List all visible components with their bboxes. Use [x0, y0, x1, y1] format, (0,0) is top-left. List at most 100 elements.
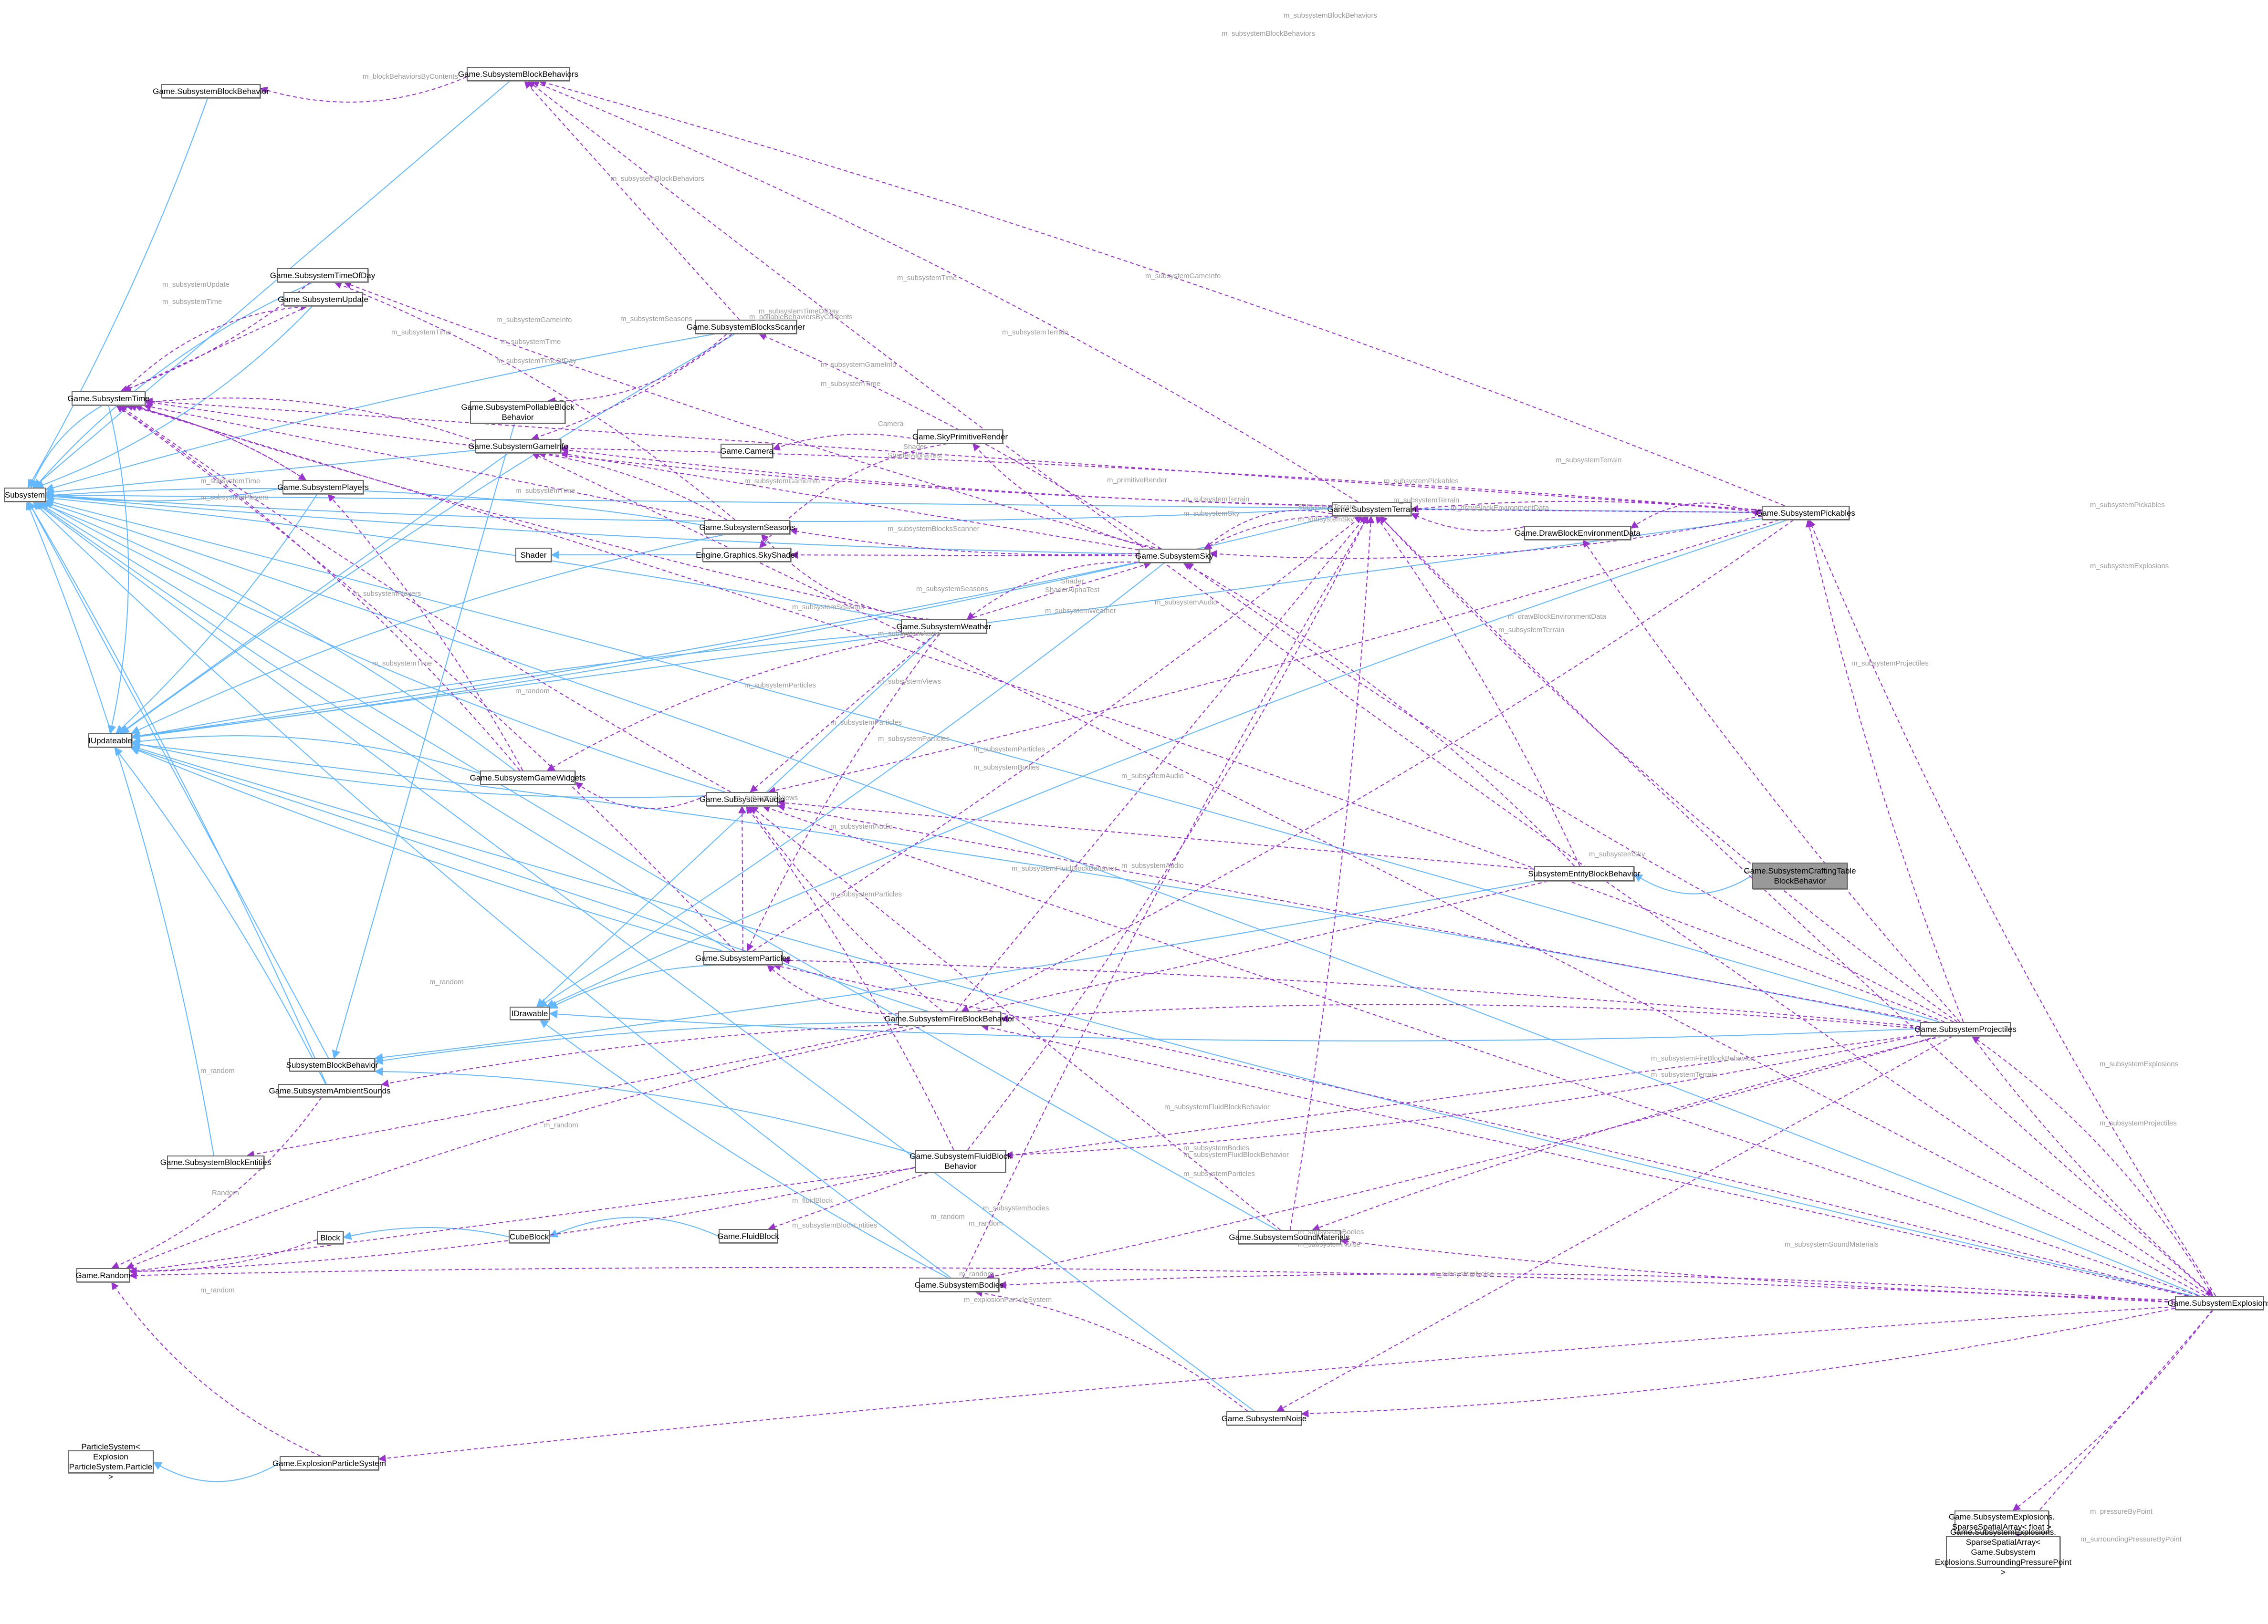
class-node-timeofday[interactable]: Game.SubsystemTimeOfDay	[270, 268, 375, 282]
class-node-players[interactable]: Game.SubsystemPlayers	[277, 480, 369, 494]
class-node-blocksscanner[interactable]: Game.SubsystemBlocksScanner	[687, 320, 805, 334]
edge-label: m_subsystemTime	[821, 380, 881, 388]
usage-edge	[1204, 510, 1343, 549]
usage-edge	[1972, 1036, 2214, 1297]
usage-edge	[115, 405, 521, 771]
edge-label: m_subsystemPickables	[1384, 477, 1459, 485]
class-node-entityblock[interactable]: SubsystemEntityBlockBehavior	[1528, 866, 1641, 881]
usage-edge	[1289, 515, 1375, 1230]
class-node-sparsefloat[interactable]: Game.SubsystemExplosions. SparseSpatialA…	[1949, 1510, 2055, 1533]
usage-edge	[1380, 515, 1958, 1022]
class-node-noise[interactable]: Game.SubsystemNoise	[1222, 1411, 1306, 1426]
class-node-random[interactable]: Game.Random	[75, 1268, 131, 1282]
edge-label: m_subsystemFireBlockBehavior	[1651, 1054, 1754, 1062]
usage-edge	[777, 803, 1928, 1022]
edge-label: m_subsystemTerrain	[1556, 456, 1622, 464]
class-node-gamewidgets[interactable]: Game.SubsystemGameWidgets	[470, 770, 585, 785]
edge-label: m_subsystemTime	[391, 328, 451, 336]
class-node-sparsepressure[interactable]: Game.SubsystemExplosions. SparseSpatialA…	[1935, 1528, 2071, 1577]
class-node-iupdateable[interactable]: IUpdateable	[88, 733, 132, 748]
class-node-fluidblock[interactable]: Game.FluidBlock	[717, 1229, 779, 1243]
class-node-crafting[interactable]: Game.SubsystemCraftingTable BlockBehavio…	[1744, 863, 1856, 889]
inheritance-edge	[131, 534, 726, 734]
class-node-cubeblock[interactable]: CubeBlock	[509, 1230, 550, 1243]
class-node-seasons[interactable]: Game.SubsystemSeasons	[699, 520, 795, 534]
inheritance-edge	[34, 282, 314, 489]
inheritance-edge	[131, 740, 1921, 1023]
usage-edge	[789, 527, 1139, 555]
class-node-subblockbehavior[interactable]: SubsystemBlockBehavior	[286, 1058, 378, 1072]
usage-edge	[1375, 515, 1580, 866]
class-node-blockentities[interactable]: Game.SubsystemBlockEntities	[160, 1156, 271, 1169]
class-node-pollable[interactable]: Game.SubsystemPollableBlock Behavior	[461, 401, 575, 424]
class-node-weather[interactable]: Game.SubsystemWeather	[896, 619, 992, 634]
class-node-pickables[interactable]: Game.SubsystemPickables	[1756, 506, 1855, 520]
usage-edge	[998, 1273, 2175, 1303]
edge-label: m_subsystemGameInfo	[821, 361, 897, 369]
usage-edge	[119, 405, 731, 792]
edge-label: m_subsystemWeather	[1045, 607, 1116, 615]
class-node-subsystem[interactable]: Subsystem	[4, 488, 46, 502]
class-node-shader[interactable]: Shader	[515, 548, 552, 562]
edge-label: m_subsystemTime	[897, 274, 957, 282]
edge-label: m_subsystemExplosions	[2090, 562, 2169, 570]
class-node-skyprimitive[interactable]: Game.SkyPrimitiveRender	[912, 429, 1008, 444]
edge-label: m_random	[959, 1270, 993, 1278]
usage-edge	[738, 805, 746, 951]
usage-edge	[1185, 562, 1954, 1022]
inheritance-edge	[26, 501, 214, 1156]
edge-label: Shader ShaderAlphaTest	[1045, 577, 1100, 594]
usage-edge	[967, 515, 1368, 1150]
class-node-ambient[interactable]: Game.SubsystemAmbientSounds	[269, 1084, 391, 1097]
usage-edge	[2012, 1310, 2213, 1511]
edge-label: m_pressureByPoint	[2090, 1508, 2153, 1516]
class-node-skyshader[interactable]: Engine.Graphics.SkyShader	[696, 548, 798, 562]
inheritance-edge	[131, 562, 1139, 740]
edge-label: m_pollableBehaviorsByContents	[749, 313, 853, 321]
class-node-projectiles[interactable]: Game.SubsystemProjectiles	[1914, 1022, 2017, 1036]
class-node-drawblockenv[interactable]: Game.DrawBlockEnvironmentData	[1515, 526, 1641, 540]
class-node-bodies[interactable]: Game.SubsystemBodies	[914, 1278, 1004, 1292]
class-node-update[interactable]: Game.SubsystemUpdate	[278, 292, 368, 306]
edge-label: m_subsystemBlockBehaviors	[1284, 11, 1377, 20]
class-node-particlesystem[interactable]: ParticleSystem< Explosion ParticleSystem…	[68, 1442, 154, 1481]
class-node-blockbehavior_top[interactable]: Game.SubsystemBlockBehavior	[153, 84, 269, 98]
class-node-particles[interactable]: Game.SubsystemParticles	[695, 951, 791, 965]
class-node-soundmaterials[interactable]: Game.SubsystemSoundMaterials	[1229, 1230, 1350, 1244]
class-node-explosions[interactable]: Game.SubsystemExplosions	[2167, 1296, 2268, 1310]
edge-label: m_drawBlockEnvironmentData	[1508, 613, 1606, 621]
class-node-fireblock[interactable]: Game.SubsystemFireBlockBehavior	[884, 1011, 1015, 1026]
class-node-block[interactable]: Block	[317, 1231, 344, 1244]
usage-edge	[766, 964, 926, 1015]
class-node-explosionps[interactable]: Game.ExplosionParticleSystem	[272, 1456, 386, 1470]
class-node-sky[interactable]: Game.SubsystemSky	[1135, 549, 1213, 563]
inheritance-edge	[45, 491, 1333, 522]
usage-edge	[575, 782, 707, 809]
usage-edge	[125, 1025, 926, 1269]
usage-edge	[344, 281, 1153, 549]
edge-label: m_random	[969, 1219, 1003, 1228]
edge-label: m_subsystemNoise	[1298, 1240, 1360, 1249]
class-node-audio[interactable]: Game.SubsystemAudio	[700, 792, 784, 806]
inheritance-edge	[30, 405, 103, 489]
inheritance-edge	[45, 494, 901, 621]
edge-label: m_random	[200, 1067, 235, 1075]
edge-label: m_subsystemSoundMaterials	[1785, 1240, 1879, 1249]
usage-edge	[1182, 562, 1575, 866]
usage-edge	[750, 806, 1281, 1230]
usage-edge	[782, 957, 1921, 1027]
usage-edge	[790, 551, 1139, 559]
class-node-idrawable[interactable]: IDrawable	[510, 1007, 550, 1020]
edge-label: m_subsystemFluidBlockBehavior	[1012, 864, 1117, 873]
class-node-camera[interactable]: Game.Camera	[720, 444, 773, 458]
class-node-terrain[interactable]: Game.SubsystemTerrain	[1327, 502, 1417, 516]
edge-label: m_blockBehaviorsByContents	[363, 73, 459, 81]
edge-label: m_subsystemParticles	[1183, 1170, 1255, 1178]
class-node-blockbehaviors[interactable]: Game.SubsystemBlockBehaviors	[458, 67, 578, 81]
inheritance-edge	[45, 333, 715, 492]
class-node-time[interactable]: Game.SubsystemTime	[67, 391, 150, 406]
class-node-fluidblockbehavior[interactable]: Game.SubsystemFluidBlock Behavior	[909, 1150, 1012, 1173]
class-node-gameinfo[interactable]: Game.SubsystemGameInfo	[468, 439, 568, 453]
usage-edge	[962, 515, 1369, 1278]
edge-label: m_subsystemTerrain	[1393, 496, 1460, 504]
